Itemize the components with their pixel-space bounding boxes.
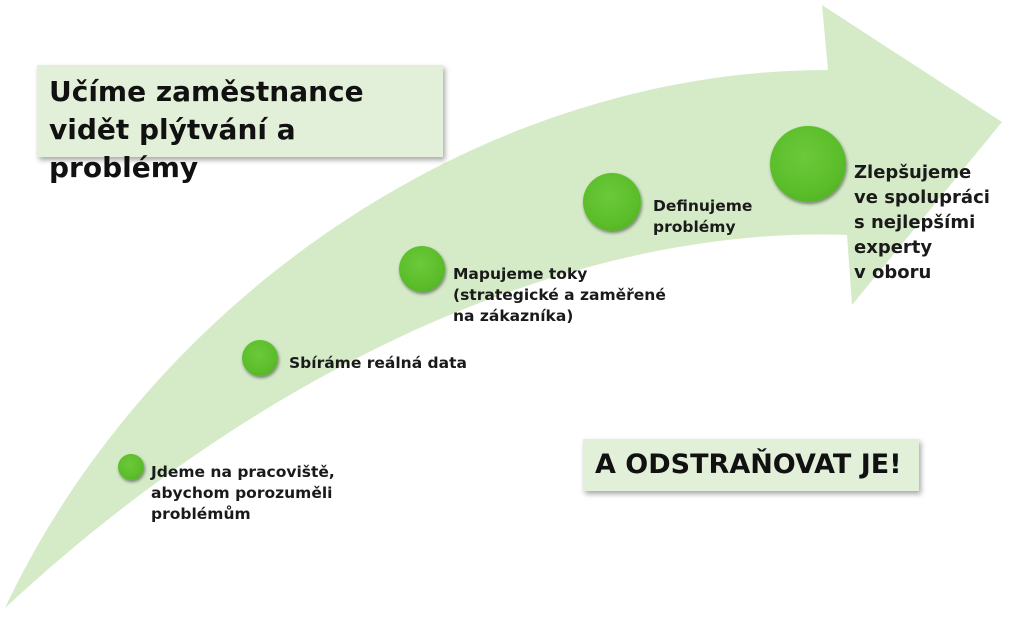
- step-4-dot: [583, 173, 641, 231]
- headline-callout: Učíme zaměstnance vidět plýtvání a probl…: [37, 65, 443, 184]
- step-1-dot: [118, 454, 144, 480]
- step-2-label: Sbíráme reálná data: [289, 354, 467, 372]
- step-5-dot: [770, 126, 846, 202]
- step-2-dot: [242, 340, 278, 376]
- step-1-label: Jdeme na pracoviště, abychom porozuměli …: [151, 463, 335, 523]
- arrow-body: [5, 5, 1002, 608]
- step-4-label: Definujeme problémy: [653, 197, 753, 236]
- headline-text: Učíme zaměstnance vidět plýtvání a probl…: [49, 75, 364, 184]
- step-5-label: Zlepšujeme ve spolupráci s nejlepšími ex…: [854, 162, 990, 283]
- action-text: A ODSTRAŇOVAT JE!: [595, 449, 902, 480]
- step-3-label: Mapujeme toky (strategické a zaměřené na…: [453, 265, 666, 325]
- step-3-dot: [399, 246, 445, 292]
- action-callout: A ODSTRAŇOVAT JE!: [583, 439, 919, 491]
